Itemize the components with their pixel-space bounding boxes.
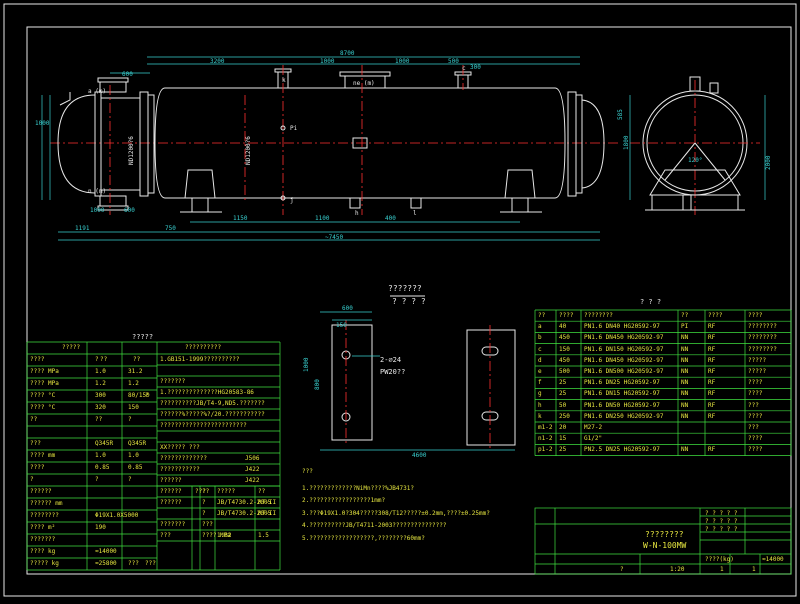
side-dim-mid: 585 (617, 109, 624, 120)
vessel-side-view: 1800 2000 585 120° (617, 76, 772, 215)
side-angle: 120° (688, 157, 702, 164)
label-j: j (290, 197, 294, 204)
side-dim-right1: 2000 (765, 155, 772, 170)
dim-3200: 3200 (210, 58, 225, 65)
vertical-note-mid: ND1200?6 (245, 136, 252, 165)
vessel-elevation (50, 65, 620, 215)
vertical-note-left: ND1200?6 (128, 136, 135, 165)
dim-1150: 1150 (233, 215, 248, 222)
dim-400: 400 (385, 215, 396, 222)
label-n-m: n (m) (88, 188, 106, 195)
dim-left-2: 1000 (90, 207, 105, 214)
label-c: c (462, 65, 466, 72)
dimensions-left: 1000 1000 600 a (m) n (m) ne (m) Pi j k … (35, 65, 466, 217)
inner-border (26, 26, 792, 575)
title-block-grid (534, 507, 792, 575)
dim-left-1: 1000 (35, 120, 50, 127)
dimensions-bottom: 1191 750 1150 1100 400 ~7450 (58, 215, 600, 241)
label-k: k (282, 77, 286, 84)
label-l: l (413, 210, 417, 217)
dim-750: 750 (165, 225, 176, 232)
side-dim-left: 1800 (623, 135, 630, 150)
label-h: h (355, 210, 359, 217)
dim-1000a: 1000 (320, 58, 335, 65)
support-detail (320, 295, 516, 451)
dim-500: 500 (448, 58, 459, 65)
label-pi: Pi (290, 125, 298, 132)
dim-600: 600 (122, 71, 133, 78)
dim-300: 300 (470, 64, 481, 71)
dim-left-3: 600 (124, 207, 135, 214)
dimensions-top: 8700 3200 1000 1000 500 600 300 (110, 50, 580, 78)
design-table-grid (26, 341, 281, 571)
outer-border (3, 3, 797, 597)
dim-1191: 1191 (75, 225, 90, 232)
nozzle-table-grid (534, 309, 792, 456)
dim-total-top: 8700 (340, 50, 355, 57)
dim-1000b: 1000 (395, 58, 410, 65)
label-ne-m: ne (m) (353, 80, 375, 87)
label-a-m: a (m) (88, 88, 106, 95)
dim-total-bottom: ~7450 (325, 234, 343, 241)
dim-1100: 1100 (315, 215, 330, 222)
